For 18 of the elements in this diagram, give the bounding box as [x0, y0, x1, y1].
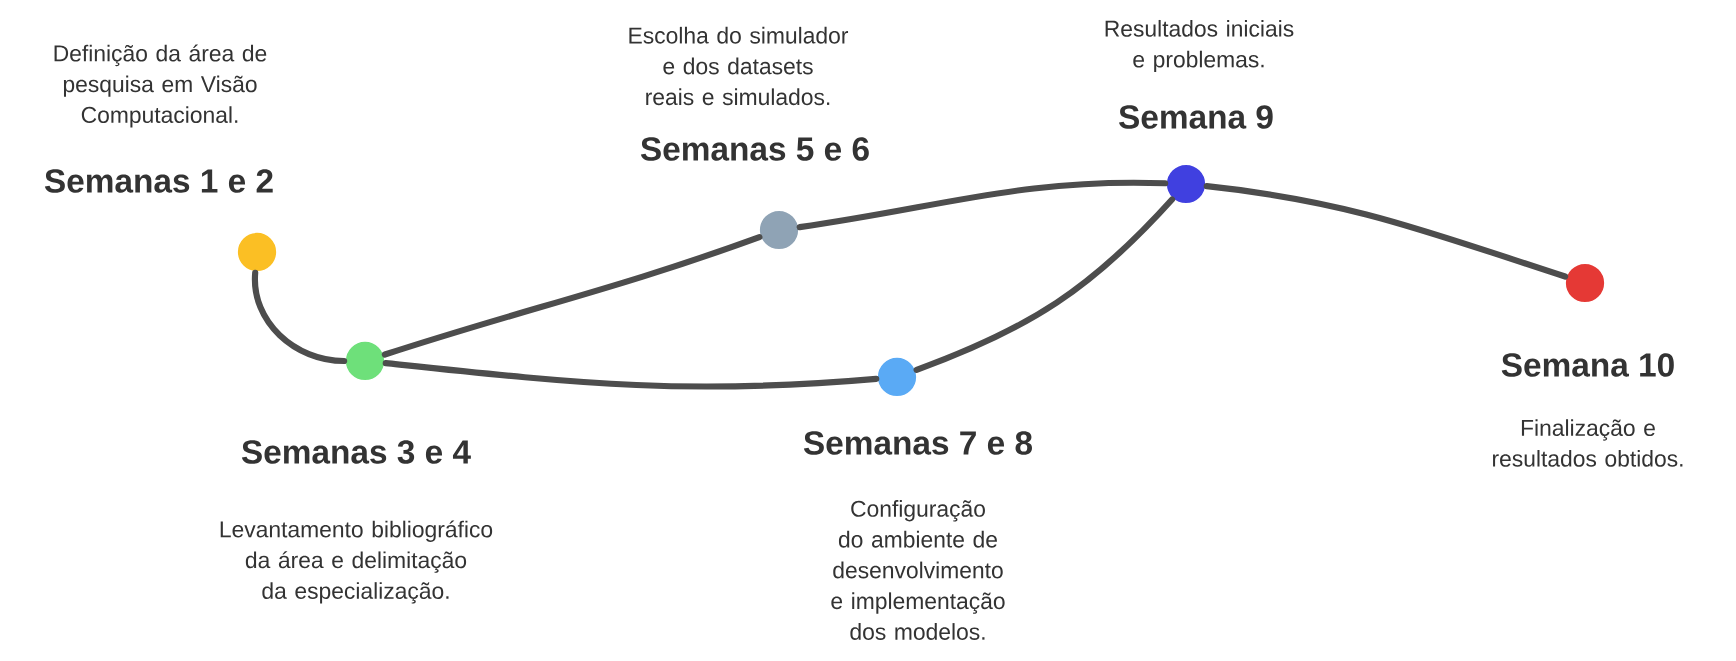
timeline-path	[913, 196, 1176, 373]
timeline-path	[252, 269, 348, 365]
milestone-description: Finalização e resultados obtidos.	[1493, 419, 1683, 467]
milestone-heading: Semanas 1 e 2	[44, 169, 273, 193]
milestone-heading: Semanas 3 e 4	[241, 440, 471, 464]
milestone-heading: Semana 10	[1501, 353, 1674, 377]
milestone-description: Definição da área de pesquisa em Visão Computacional.	[54, 44, 267, 128]
timeline-path	[381, 234, 763, 358]
milestone-heading: Semanas 7 e 8	[803, 431, 1032, 455]
milestone-heading: Semanas 5 e 6	[640, 137, 869, 161]
timeline-path	[382, 360, 880, 390]
milestone-heading: Semana 9	[1119, 105, 1273, 129]
milestone-description: Escolha do simulador e dos datasets reais e simulados.	[629, 26, 849, 106]
milestone-description: Resultados iniciais e problemas.	[1105, 19, 1294, 72]
milestone-description: Levantamento bibliográfico da área e delimitação da especialização.	[220, 520, 493, 604]
timeline-path	[796, 179, 1169, 231]
milestone-description: Configuração do ambiente de desenvolvimento e implementação dos modelos.	[831, 500, 1005, 640]
timeline-path	[1203, 183, 1569, 280]
